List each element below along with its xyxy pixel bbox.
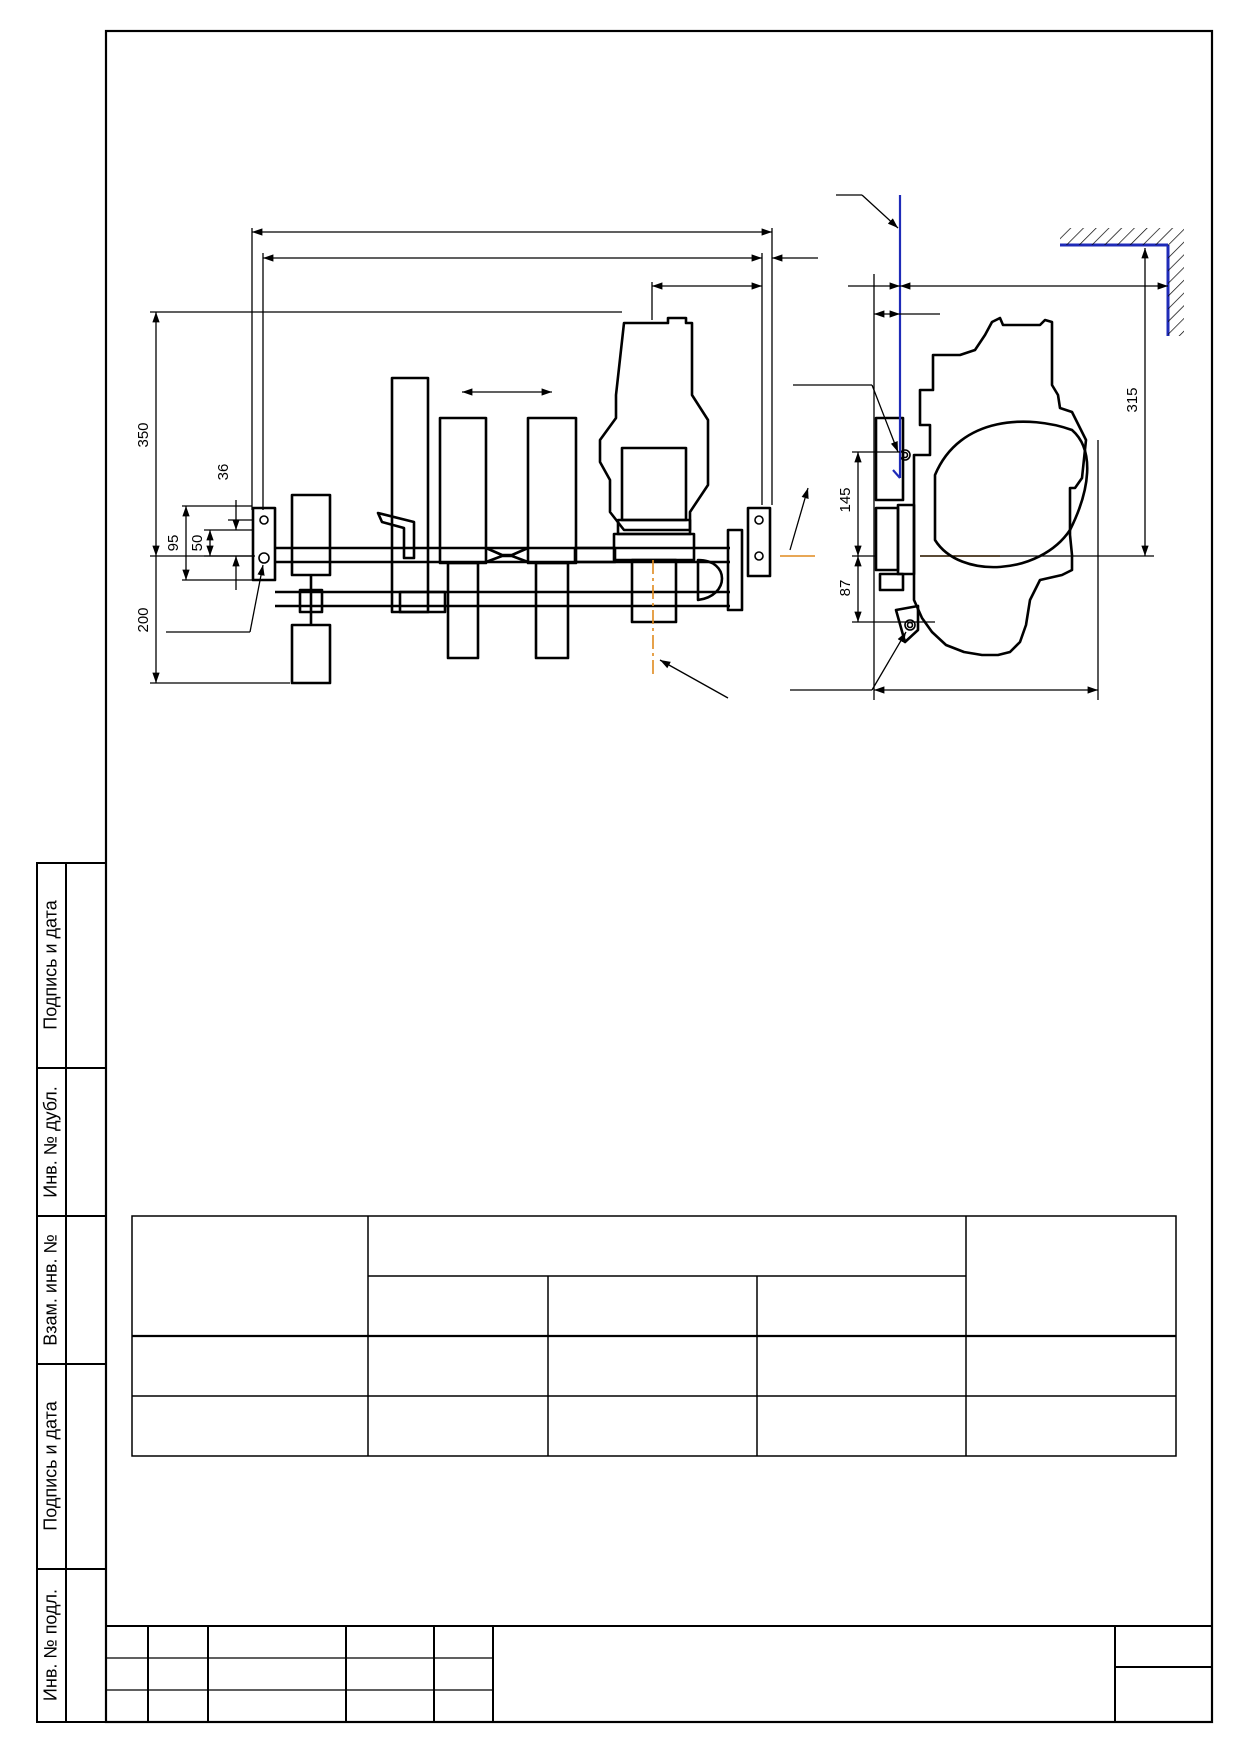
side-stamp-label-1: Подпись и дата <box>40 900 61 1030</box>
title-block <box>106 1625 1212 1722</box>
dim-95: 95 <box>165 535 182 552</box>
data-table <box>131 1215 1177 1457</box>
side-stamp-label-2: Инв. № дубл. <box>40 1086 61 1198</box>
dim-50: 50 <box>189 535 206 552</box>
side-stamp-label-4: Подпись и дата <box>40 1401 61 1531</box>
side-view <box>874 316 1089 657</box>
front-dimensions <box>150 228 818 699</box>
front-view <box>251 316 772 685</box>
center-lines <box>652 555 1000 676</box>
dimension-values: 350 36 95 50 200 145 87 315 <box>135 387 1141 632</box>
side-stamp <box>36 862 107 1723</box>
dim-87: 87 <box>837 580 854 597</box>
dim-315: 315 <box>1124 387 1141 412</box>
side-dimensions <box>790 194 1168 700</box>
dim-200: 200 <box>135 607 152 632</box>
dim-350: 350 <box>135 422 152 447</box>
dim-145: 145 <box>837 487 854 512</box>
sheet-frame <box>104 29 1214 1724</box>
front-holes <box>258 515 764 564</box>
side-stamp-label-3: Взам. инв. № <box>40 1234 61 1346</box>
wall-hatch <box>1060 228 1184 336</box>
side-stamp-label-5: Инв. № подл. <box>40 1588 61 1702</box>
dim-36: 36 <box>215 464 232 481</box>
